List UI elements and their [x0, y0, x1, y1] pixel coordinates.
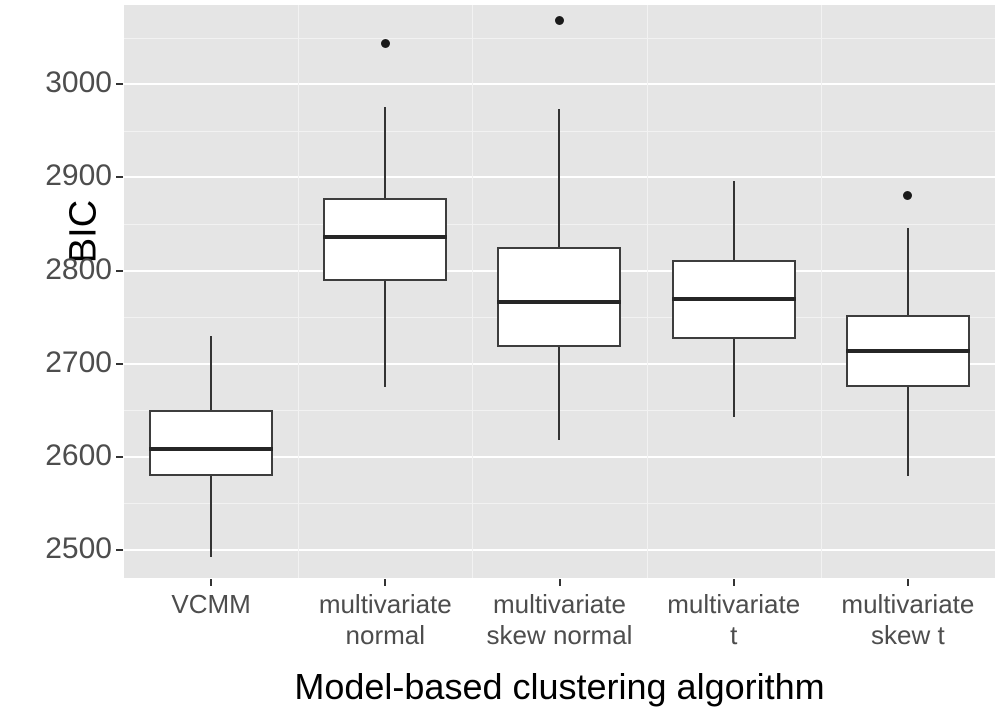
y-tick-mark-2900	[116, 176, 123, 179]
x-tick-label-line: skew t	[871, 619, 945, 650]
boxplot-4	[647, 5, 821, 578]
whisker-lower	[558, 346, 561, 441]
whisker-lower	[384, 280, 387, 387]
outlier-point-1	[903, 190, 913, 200]
whisker-upper	[906, 227, 909, 316]
gridline-vertical-3	[646, 5, 648, 578]
x-axis-title: Model-based clustering algorithm	[294, 666, 825, 707]
median-line	[149, 447, 274, 452]
box-iqr	[149, 410, 274, 477]
x-tick-label-line: multivariate	[841, 589, 975, 619]
x-tick-mark-5	[906, 579, 909, 586]
y-tick-label-2700: 2700	[45, 345, 112, 379]
boxplot-2	[298, 5, 472, 578]
x-tick-mark-1	[210, 579, 213, 586]
whisker-lower	[906, 387, 909, 476]
x-tick-mark-2	[384, 579, 387, 586]
x-tick-label-line: normal	[345, 619, 426, 650]
x-tick-mark-3	[558, 579, 561, 586]
y-tick-mark-2800	[116, 269, 123, 272]
gridline-major-1	[124, 455, 995, 458]
whisker-lower	[732, 338, 735, 417]
gridline-vertical-1	[298, 5, 300, 578]
gridline-major-5	[124, 83, 995, 86]
boxplot-3	[472, 5, 646, 578]
gridline-major-0	[124, 549, 995, 552]
y-axis-ticks: 2500 2600 2700 2800 2900 3000	[0, 0, 123, 720]
y-tick-label-2900: 2900	[45, 159, 112, 193]
box-iqr	[323, 197, 448, 281]
x-tick-label-line: multivariate	[667, 589, 801, 619]
gridline-minor-5	[124, 37, 995, 39]
x-tick-label-line: skew normal	[486, 619, 633, 650]
y-tick-label-2500: 2500	[45, 532, 112, 566]
gridline-vertical-4	[820, 5, 822, 578]
y-tick-mark-2700	[116, 362, 123, 365]
x-tick-label-line: VCMM	[171, 589, 251, 619]
median-line	[497, 300, 622, 305]
y-tick-mark-2600	[116, 455, 123, 458]
whisker-upper	[558, 109, 561, 248]
gridline-vertical-2	[472, 5, 474, 578]
y-tick-mark-3000	[116, 83, 123, 86]
plot-panel	[124, 5, 995, 578]
x-tick-label-line: multivariate	[493, 589, 626, 619]
x-tick-label-line: t	[730, 619, 738, 650]
median-line	[845, 348, 970, 353]
x-tick-label-line: multivariate	[318, 589, 452, 619]
median-line	[671, 297, 796, 302]
x-tick-label-1: VCMM	[124, 589, 298, 620]
x-tick-mark-4	[732, 579, 735, 586]
y-tick-label-3000: 3000	[45, 66, 112, 100]
gridline-minor-0	[124, 503, 995, 505]
whisker-upper	[384, 107, 387, 198]
whisker-lower	[210, 476, 213, 558]
whisker-upper	[732, 181, 735, 261]
outlier-point-1	[380, 38, 390, 48]
y-tick-mark-2500	[116, 549, 123, 552]
outlier-point-1	[554, 16, 564, 26]
whisker-upper	[210, 335, 213, 411]
median-line	[323, 234, 448, 239]
boxplot-5	[821, 5, 995, 578]
y-tick-label-2800: 2800	[45, 252, 112, 286]
box-iqr	[497, 247, 622, 347]
boxplot-1	[124, 5, 298, 578]
y-tick-label-2600: 2600	[45, 438, 112, 472]
